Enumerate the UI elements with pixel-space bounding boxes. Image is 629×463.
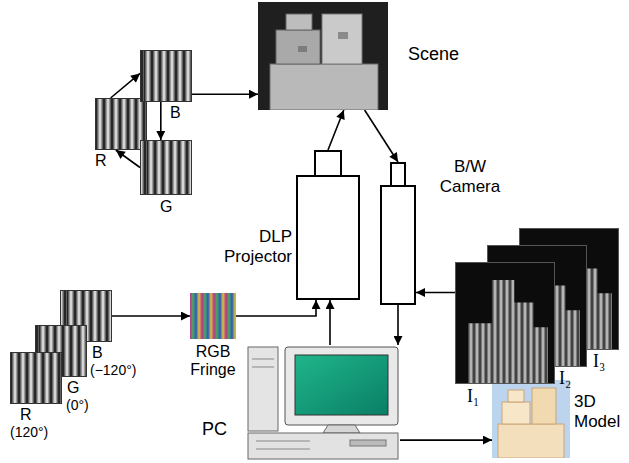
captured-image: I₁ bbox=[455, 262, 555, 384]
fringe-stripes bbox=[10, 352, 62, 404]
flow-arrow bbox=[192, 93, 258, 95]
pc-label: PC bbox=[202, 419, 227, 440]
flow-arrow bbox=[365, 110, 398, 162]
rgb-stripes bbox=[190, 293, 236, 339]
device-label: DLP Projector bbox=[212, 227, 292, 266]
camera-device: B/W Camera bbox=[380, 185, 416, 305]
image-label: I₂ bbox=[559, 368, 571, 389]
phase-label: (120°) bbox=[10, 424, 48, 440]
channel-label: R bbox=[95, 152, 107, 170]
flow-arrow bbox=[160, 102, 162, 140]
phase-label: (0°) bbox=[66, 397, 89, 413]
model-render: 3D Model bbox=[492, 380, 570, 458]
fringe-pattern: B bbox=[140, 50, 192, 102]
phase-label: (−120°) bbox=[90, 362, 136, 378]
fringe-stripes bbox=[140, 140, 192, 195]
fringe-on-objects bbox=[468, 280, 548, 383]
flow-arrow bbox=[329, 300, 331, 345]
image-label: I₃ bbox=[593, 351, 605, 372]
device-lens bbox=[314, 150, 342, 177]
rgb-fringe: RGB Fringe bbox=[190, 293, 236, 339]
scene-illustration bbox=[258, 2, 388, 110]
model-illustration bbox=[492, 380, 570, 458]
fringe-stripes bbox=[140, 50, 192, 102]
channel-label: G bbox=[160, 198, 172, 216]
flow-arrow bbox=[400, 439, 492, 441]
device-lens bbox=[390, 162, 406, 187]
fringe-label: RGB Fringe bbox=[173, 343, 253, 380]
channel-label: R bbox=[20, 406, 32, 424]
flow-arrow bbox=[116, 150, 140, 168]
flow-arrow bbox=[112, 315, 190, 317]
device-label: B/W Camera bbox=[430, 157, 510, 196]
projector-device: DLP Projector bbox=[296, 175, 360, 300]
image-frame bbox=[455, 262, 555, 384]
pc-illustration bbox=[240, 345, 400, 461]
flow-arrow bbox=[416, 292, 455, 294]
flow-arrow bbox=[236, 300, 316, 316]
model-label: 3D Model bbox=[574, 392, 626, 431]
channel-label: G bbox=[67, 379, 79, 397]
fringe-pattern: R(120°) bbox=[10, 352, 62, 404]
flow-arrow bbox=[397, 305, 399, 345]
scene-label: Scene bbox=[408, 44, 459, 65]
flow-arrow bbox=[111, 73, 140, 98]
fringe-pattern: G bbox=[140, 140, 192, 195]
pc-computer: PC bbox=[240, 345, 400, 461]
flow-arrow bbox=[328, 110, 344, 150]
image-label: I₁ bbox=[467, 386, 479, 407]
channel-label: B bbox=[92, 344, 103, 362]
channel-label: B bbox=[170, 104, 181, 122]
scene-photo: Scene bbox=[258, 2, 388, 110]
